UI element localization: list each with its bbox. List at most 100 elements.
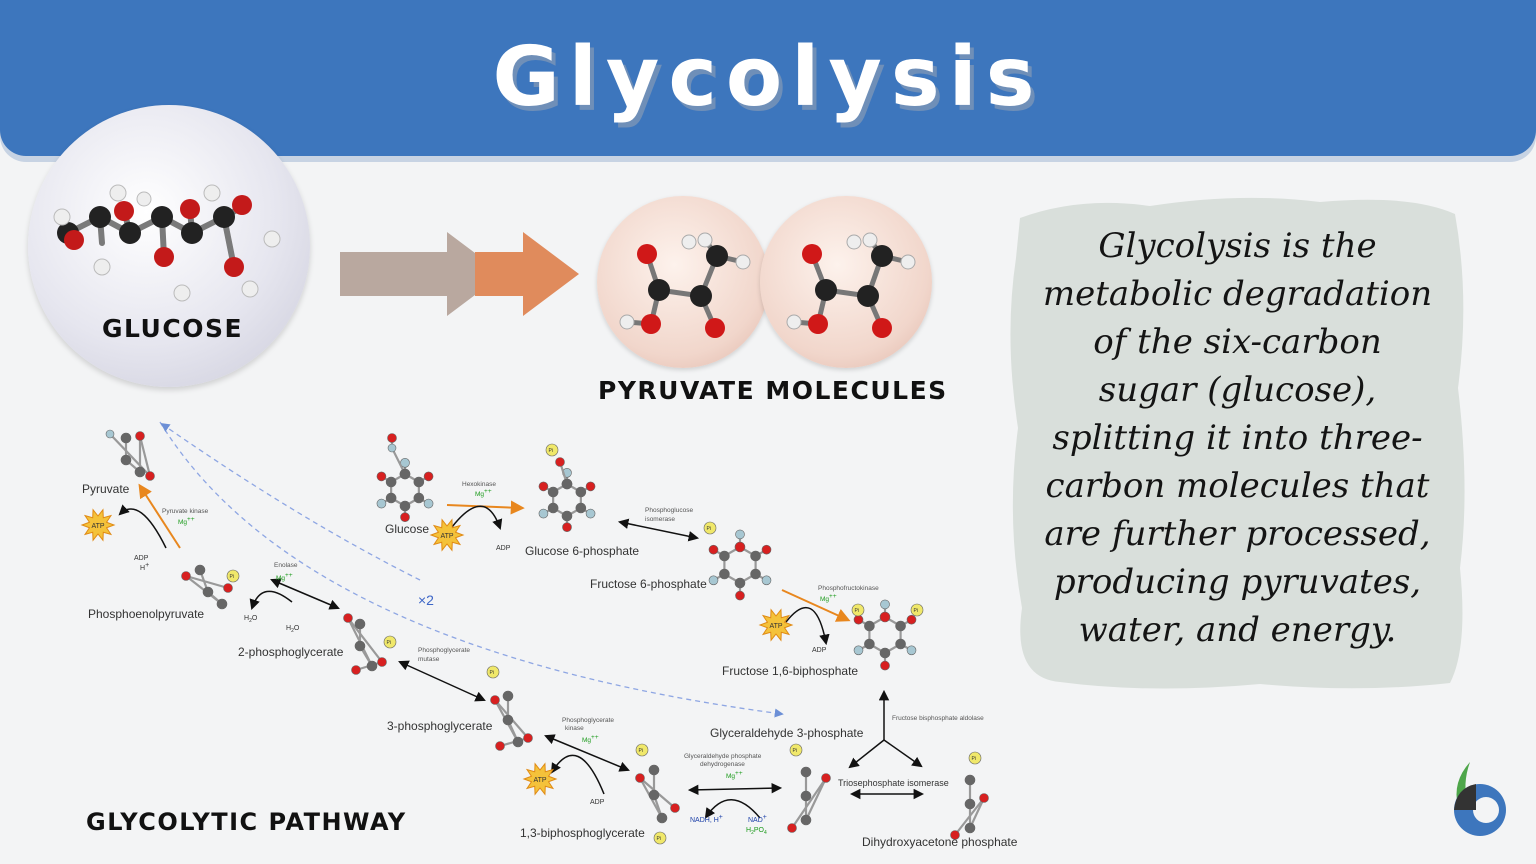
atom-icon: [787, 823, 797, 833]
mg-label: Mg++: [178, 516, 195, 526]
glucose-molecule-sphere: [28, 105, 310, 387]
atom-icon: [120, 432, 132, 444]
mg-label: Mg++: [276, 572, 293, 582]
atom-icon: [864, 638, 875, 650]
enzyme-label: Phosphoglycerate: [418, 647, 470, 654]
reaction-arrow-icon: [340, 232, 579, 316]
phosphate-group-icon: Pi: [707, 526, 711, 532]
enzyme-label: Triosephosphate isomerase: [838, 778, 949, 788]
mg-label: Mg++: [582, 734, 599, 744]
atom-icon: [383, 635, 397, 649]
atom-icon: [387, 443, 397, 453]
atom-icon: [719, 550, 730, 562]
atom-icon: [495, 741, 505, 751]
water-label: H2O: [286, 625, 300, 634]
atom-icon: [547, 486, 559, 498]
atom-icon: [734, 541, 746, 553]
h-plus-label: H+: [140, 562, 149, 572]
enzyme-label: Fructose bisphosphate aldolase: [892, 715, 984, 722]
mg-label: Mg++: [820, 593, 837, 603]
adp-label: ADP: [134, 555, 149, 562]
atom-icon: [964, 798, 976, 810]
atom-icon: [648, 764, 660, 776]
pyruvate-label: PYRUVATE MOLECULES: [598, 376, 948, 405]
phosphate-group-icon: Pi: [855, 608, 859, 614]
pyruvate-ball-stick-icon: [619, 232, 751, 338]
atom-icon: [734, 577, 746, 589]
atom-icon: [895, 620, 906, 632]
bond-icon: [805, 777, 827, 821]
multiplier-label: ×2: [418, 592, 434, 608]
atom-icon: [635, 773, 645, 783]
atom-icon: [135, 431, 145, 441]
atom-icon: [708, 544, 719, 555]
bond-icon: [969, 797, 985, 829]
atom-icon: [486, 665, 500, 679]
atp-label: ATP: [533, 777, 546, 784]
atom-icon: [202, 586, 214, 598]
enzyme-label: Phosphoglucose: [645, 507, 693, 514]
atom-icon: [761, 575, 772, 586]
pyruvate-molecule-sphere-2: [760, 196, 932, 368]
enzyme-label: Phosphoglycerate: [562, 717, 614, 724]
atom-icon: [399, 500, 411, 512]
atom-icon: [761, 544, 772, 555]
atom-icon: [538, 508, 549, 519]
atom-icon: [366, 660, 378, 672]
molecule-label-g3p: Glyceraldehyde 3-phosphate: [710, 726, 864, 740]
bond-icon: [185, 574, 229, 590]
atom-icon: [561, 478, 573, 490]
phosphate-group-icon: Pi: [972, 756, 976, 762]
atom-icon: [575, 486, 587, 498]
atom-icon: [145, 471, 155, 481]
atom-icon: [354, 640, 366, 652]
atom-icon: [385, 476, 397, 488]
pyruvate-molecule-sphere-1: [597, 196, 769, 368]
description-line: carbon molecules that: [1045, 466, 1430, 506]
atom-icon: [423, 471, 434, 482]
molecule-label-bpg: 1,3-biphosphoglycerate: [520, 826, 645, 840]
bond-icon: [347, 617, 383, 663]
atom-icon: [821, 773, 831, 783]
atom-icon: [968, 751, 982, 765]
atom-icon: [635, 743, 649, 757]
enzyme-label: dehydrogenase: [700, 761, 745, 768]
atom-icon: [656, 812, 668, 824]
molecule-label-pep: Phosphoenolpyruvate: [88, 607, 204, 621]
atom-icon: [895, 638, 906, 650]
atom-icon: [105, 429, 115, 439]
atom-icon: [400, 512, 410, 522]
atom-icon: [750, 568, 761, 580]
atom-icon: [708, 575, 719, 586]
enzyme-label: Glyceraldehyde phosphate: [684, 753, 762, 760]
atom-icon: [134, 466, 146, 478]
phosphate-group-icon: Pi: [793, 748, 797, 754]
atom-icon: [879, 611, 891, 623]
atom-icon: [385, 492, 397, 504]
nadh-label: NADH, H+: [690, 814, 723, 824]
atom-icon: [555, 457, 565, 467]
atom-icon: [351, 665, 361, 675]
atom-icon: [789, 743, 803, 757]
atom-icon: [226, 569, 240, 583]
atom-icon: [950, 830, 960, 840]
glucose-label: GLUCOSE: [102, 314, 244, 343]
atom-icon: [800, 766, 812, 778]
description-line: Glycolysis is the: [1098, 226, 1377, 266]
atom-icon: [906, 614, 917, 625]
adp-label: ADP: [590, 799, 605, 806]
atom-icon: [343, 613, 353, 623]
atom-icon: [648, 789, 660, 801]
atom-icon: [800, 814, 812, 826]
phosphate-group-icon: Pi: [914, 608, 918, 614]
molecule-label-f6p: Fructose 6-phosphate: [590, 577, 707, 591]
description-line: producing pyruvates,: [1053, 562, 1422, 602]
atom-icon: [719, 568, 730, 580]
atom-icon: [545, 443, 559, 457]
atp-star-icon: ATP: [758, 608, 794, 642]
pyruvate-ball-stick-icon: [786, 232, 916, 338]
header-banner: Glycolysis: [0, 0, 1536, 156]
adp-label: ADP: [812, 647, 827, 654]
atom-icon: [879, 647, 891, 659]
